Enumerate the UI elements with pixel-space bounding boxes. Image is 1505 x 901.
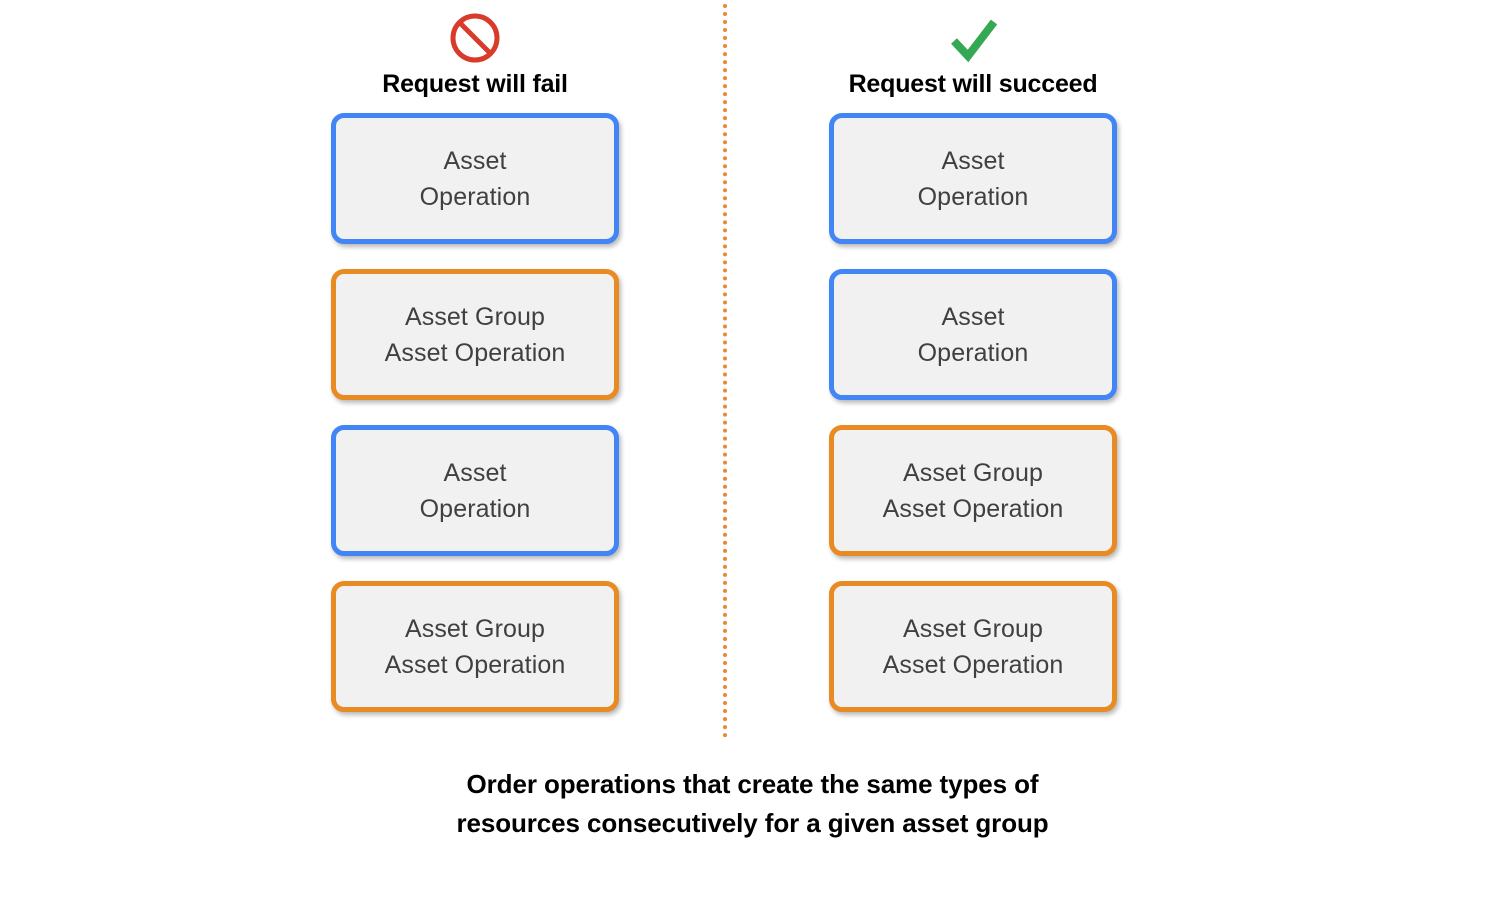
card-label: Asset Operation xyxy=(917,146,1029,211)
card-label: Asset Group Asset Operation xyxy=(384,302,566,367)
card-label: Asset Group Asset Operation xyxy=(882,458,1064,523)
card-label: Asset Operation xyxy=(419,458,531,523)
column-succeed-title: Request will succeed xyxy=(848,70,1098,98)
column-fail-header: Request will fail xyxy=(305,8,645,99)
card-label: Asset Group Asset Operation xyxy=(882,614,1064,679)
card-label: Asset Operation xyxy=(917,302,1029,367)
card-asset-group-asset-operation[interactable]: Asset Group Asset Operation xyxy=(829,425,1117,556)
card-asset-group-asset-operation[interactable]: Asset Group Asset Operation xyxy=(829,581,1117,712)
card-asset-group-asset-operation[interactable]: Asset Group Asset Operation xyxy=(331,581,619,712)
card-asset-operation[interactable]: Asset Operation xyxy=(829,113,1117,244)
column-succeed-card-stack: Asset Operation Asset Operation Asset Gr… xyxy=(803,113,1143,712)
prohibition-icon xyxy=(445,8,505,68)
checkmark-icon xyxy=(943,8,1003,68)
card-label: Asset Group Asset Operation xyxy=(384,614,566,679)
diagram-caption: Order operations that create the same ty… xyxy=(456,769,1049,838)
card-asset-operation[interactable]: Asset Operation xyxy=(829,269,1117,400)
column-divider xyxy=(723,4,727,738)
card-asset-operation[interactable]: Asset Operation xyxy=(331,425,619,556)
column-succeed-header: Request will succeed xyxy=(803,8,1143,99)
card-asset-operation[interactable]: Asset Operation xyxy=(331,113,619,244)
card-asset-group-asset-operation[interactable]: Asset Group Asset Operation xyxy=(331,269,619,400)
card-label: Asset Operation xyxy=(419,146,531,211)
column-fail-card-stack: Asset Operation Asset Group Asset Operat… xyxy=(305,113,645,712)
column-fail-title: Request will fail xyxy=(382,70,568,98)
